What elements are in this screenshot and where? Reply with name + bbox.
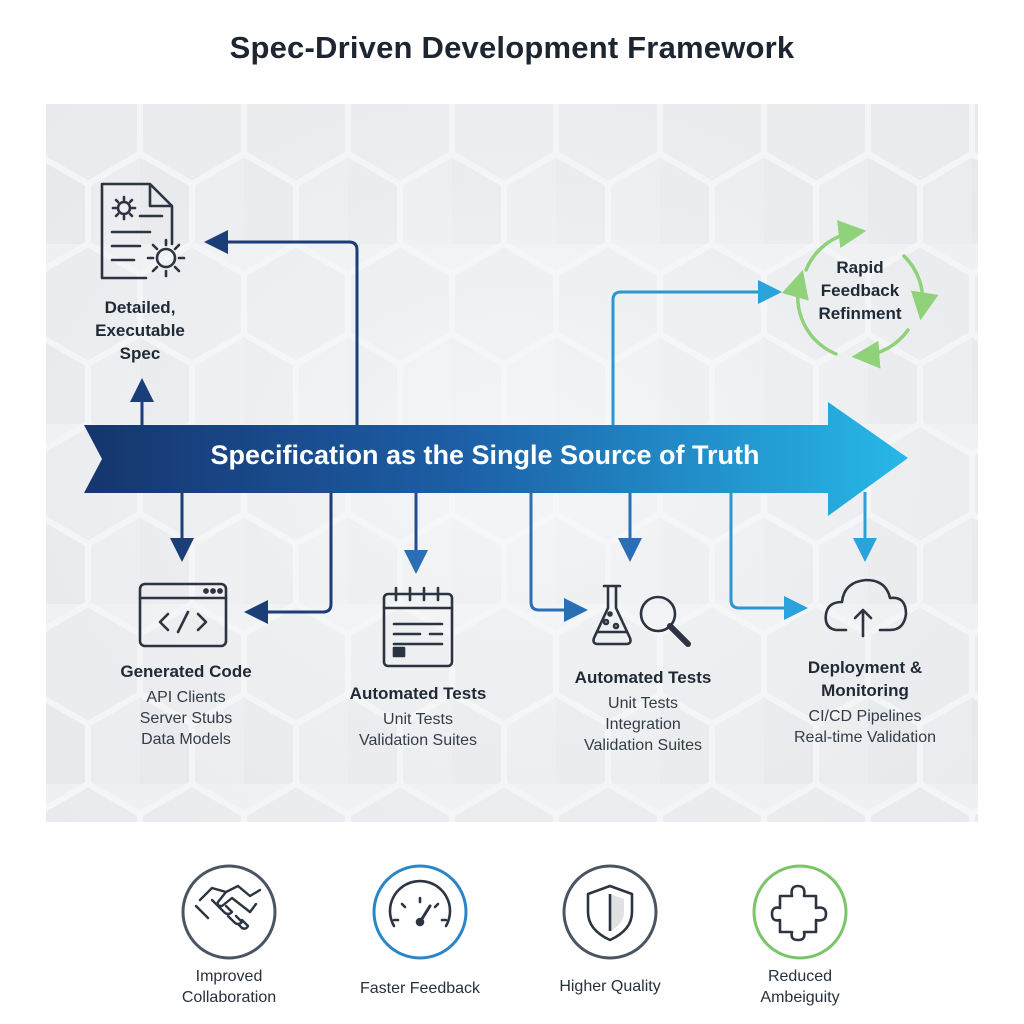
cloud-upload-icon [824,578,908,638]
code-window-icon [138,582,228,648]
benefit-faster-feedback: Faster Feedback [359,980,481,997]
stage-automated-tests-2: Automated Tests Unit Tests Integration V… [574,668,712,754]
shield-icon [586,884,634,942]
cycle-arrows-icon [781,220,939,369]
loop-back-to-spec [204,230,359,428]
feedback-label: Rapid Feedback Refinment [818,258,902,323]
benefit-circle-collaboration [181,864,277,960]
arrow-to-deploy-left [729,490,808,620]
flask-magnifier-icon [592,584,691,647]
banner-label: Specification as the Single Source of Tr… [210,440,760,470]
loop-back-to-code [244,490,333,624]
benefit-reduced-ambiguity: Reduced Ambeiguity [760,968,840,1006]
page-title: Spec-Driven Development Framework [229,30,795,65]
handshake-icon [194,884,262,930]
speedometer-icon [388,879,452,928]
arrow-to-lab-tests [529,490,588,622]
banner-arrow [84,402,908,516]
benefit-improved-collaboration: Improved Collaboration [181,968,277,1006]
spec-label: Detailed, Executable Spec [95,298,185,363]
puzzle-icon [770,884,828,942]
test-calendar-icon [382,586,454,668]
document-gear-icon [100,182,186,280]
benefit-circle-ambiguity [752,864,848,960]
benefit-circle-feedback [372,864,468,960]
stage-deployment-monitoring: Deployment & Monitoring CI/CD Pipelines … [794,658,936,746]
stage-generated-code: Generated Code API Clients Server Stubs … [120,662,252,748]
stage-automated-tests-1: Automated Tests Unit Tests Validation Su… [349,684,487,749]
benefit-higher-quality: Higher Quality [559,978,661,995]
arrow-to-feedback [611,280,782,425]
